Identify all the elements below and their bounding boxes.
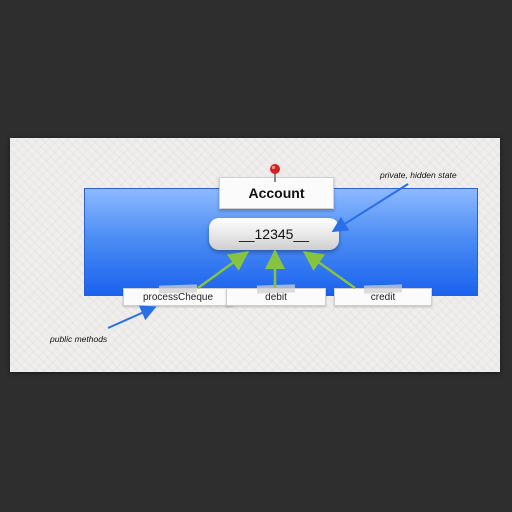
public-methods-annotation: public methods: [50, 334, 108, 344]
diagram-slide: Account __12345__ processCheque debit cr…: [10, 138, 500, 372]
green-arrow-processcheque: [197, 251, 250, 290]
method-label: debit: [265, 291, 287, 303]
method-label: processCheque: [142, 291, 214, 303]
private-state-pill: __12345__: [209, 218, 339, 250]
method-credit: credit: [334, 284, 432, 306]
method-label: credit: [370, 291, 396, 303]
green-arrow-credit: [302, 251, 356, 290]
class-title: Account: [248, 185, 305, 201]
method-processcheque: processCheque: [123, 284, 233, 306]
push-pin-icon: [270, 164, 280, 182]
private-state-annotation: private, hidden state: [380, 170, 457, 180]
arrows-layer: [107, 183, 409, 329]
blue-arrow-public-methods: [107, 305, 157, 329]
state-value: __12345__: [238, 226, 310, 242]
method-debit: debit: [226, 284, 326, 306]
class-title-card: Account: [219, 177, 334, 209]
blue-arrow-private-state: [331, 183, 409, 233]
